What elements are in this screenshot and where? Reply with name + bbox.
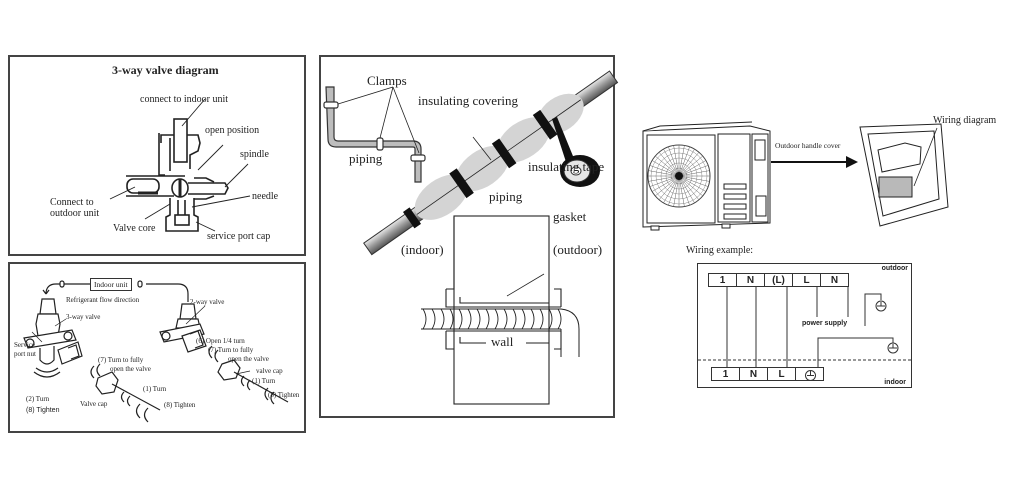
label-turn-fully-right-2: open the valve bbox=[228, 355, 269, 363]
label-valve-core: Valve core bbox=[113, 223, 156, 234]
pipe-coil bbox=[512, 308, 517, 330]
power-supply-label: power supply bbox=[802, 320, 848, 327]
pipe-coil bbox=[494, 308, 499, 330]
piping-panel: Clamps piping insulating covering insula… bbox=[319, 55, 619, 418]
label-refrigerant-flow: Refrigerant flow direction bbox=[66, 296, 140, 304]
label-turn-1-mid: (1) Turn bbox=[143, 385, 167, 393]
label-clamps: Clamps bbox=[367, 73, 407, 88]
wiring-indoor-label: indoor bbox=[884, 379, 906, 386]
label-connect-outdoor-2: outdoor unit bbox=[50, 208, 100, 219]
label-two-way-valve: 2-way valve bbox=[190, 298, 225, 306]
label-turn-fully-left-1: (7) Turn to fully bbox=[98, 356, 144, 364]
label-tighten-8-mid: (8) Tighten bbox=[164, 401, 196, 409]
pipe-coil bbox=[539, 308, 544, 330]
label-piping-left: piping bbox=[349, 151, 383, 166]
valve-diagram-title: 3-way valve diagram bbox=[112, 63, 219, 77]
valve-diagram-panel: 3-way valve diagram bbox=[8, 55, 306, 256]
label-turn-fully-right-1: (7) Turn to fully bbox=[208, 346, 254, 354]
label-open-quarter-turn: (6) Open 1/4 turn bbox=[196, 337, 245, 345]
outdoor-terminal: (L) bbox=[764, 273, 793, 287]
three-way-valve-illustration bbox=[109, 98, 251, 232]
label-valve-cap-right: valve cap bbox=[256, 367, 283, 375]
label-service-port-cap: service port cap bbox=[207, 231, 271, 242]
pipe-coil bbox=[476, 308, 481, 330]
outdoor-terminal: L bbox=[792, 273, 821, 287]
indoor-terminal-ground bbox=[795, 367, 824, 381]
label-tighten-8-left: (8) Tighten bbox=[26, 407, 60, 414]
label-piping-center: piping bbox=[489, 189, 523, 204]
valve-installation-illustration bbox=[23, 280, 289, 423]
label-needle: needle bbox=[252, 191, 279, 202]
label-tighten-8-right: (8) Tighten bbox=[268, 391, 300, 399]
outdoor-terminal: 1 bbox=[708, 273, 737, 287]
pipe-coil bbox=[521, 308, 526, 330]
piping-illustration bbox=[323, 70, 619, 405]
wiring-lines bbox=[698, 287, 913, 368]
label-open-position: open position bbox=[205, 125, 260, 136]
indoor-terminal-strip: 1 N L bbox=[711, 367, 824, 381]
pipe-coil bbox=[449, 308, 454, 330]
outdoor-terminal: N bbox=[736, 273, 765, 287]
valve-installation-panel: Indoor unit Refrigerant flow direction 3… bbox=[8, 262, 306, 433]
pipe-coil bbox=[503, 308, 508, 330]
pipe-coil bbox=[440, 308, 445, 330]
pipe-coil bbox=[431, 308, 436, 330]
label-indoor: (indoor) bbox=[401, 242, 444, 257]
pipe-coil bbox=[557, 308, 562, 330]
fan-grille bbox=[647, 144, 711, 208]
indoor-terminal: 1 bbox=[711, 367, 740, 381]
label-service-port-nut-1: Service bbox=[14, 341, 35, 349]
wiring-example-title: Wiring example: bbox=[686, 245, 754, 256]
pipe-coil bbox=[467, 308, 472, 330]
outdoor-terminal-strip: 1 N (L) L N bbox=[708, 273, 849, 287]
pipe-coil bbox=[422, 308, 427, 330]
label-wall: wall bbox=[491, 334, 514, 350]
pipe-coil bbox=[485, 308, 490, 330]
wiring-box: outdoor indoor power supply 1 N (L) L N … bbox=[697, 263, 913, 388]
label-connect-indoor: connect to indoor unit bbox=[140, 94, 229, 105]
label-outdoor-handle-cover: Outdoor handle cover bbox=[775, 141, 841, 150]
indoor-terminal: N bbox=[739, 367, 768, 381]
outdoor-terminal: N bbox=[820, 273, 849, 287]
pipe-coil bbox=[530, 308, 535, 330]
arrow-head bbox=[846, 156, 858, 168]
label-gasket: gasket bbox=[553, 209, 587, 224]
label-connect-outdoor-1: Connect to bbox=[50, 197, 94, 208]
label-insulating-tape: insulating tape bbox=[528, 159, 605, 174]
ground-symbol-outdoor-1 bbox=[875, 300, 887, 312]
indoor-unit-box: Indoor unit bbox=[90, 278, 132, 291]
label-valve-cap-left: Valve cap bbox=[80, 400, 108, 408]
pipe-coil bbox=[458, 308, 463, 330]
ground-symbol-outdoor-2 bbox=[887, 342, 899, 354]
indoor-terminal: L bbox=[767, 367, 796, 381]
wiring-outdoor-label: outdoor bbox=[881, 265, 908, 272]
ground-icon bbox=[805, 370, 816, 381]
label-turn-2: (2) Turn bbox=[26, 395, 50, 403]
pipe-coil bbox=[548, 308, 553, 330]
label-service-port-nut-2: port nut bbox=[14, 350, 36, 358]
label-spindle: spindle bbox=[240, 149, 269, 160]
label-three-way-valve: 3-way valve bbox=[66, 313, 101, 321]
label-insulating-covering: insulating covering bbox=[418, 93, 519, 108]
label-turn-fully-left-2: open the valve bbox=[110, 365, 151, 373]
label-turn-1-right: (1) Turn bbox=[252, 377, 276, 385]
fan-hub bbox=[675, 172, 683, 180]
label-wiring-diagram: Wiring diagram bbox=[933, 115, 997, 126]
label-outdoor: (outdoor) bbox=[553, 242, 603, 257]
